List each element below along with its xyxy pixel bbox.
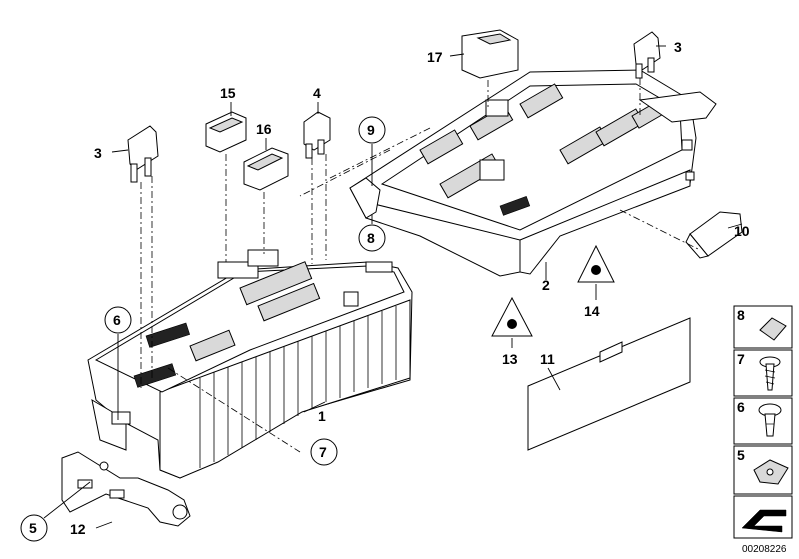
callout-8: 8 <box>367 230 375 246</box>
callout-1: 1 <box>318 408 326 424</box>
callout-13: 13 <box>502 351 518 367</box>
legend-tile-6-number: 6 <box>737 399 745 415</box>
callout-3-right: 3 <box>674 39 682 55</box>
legend-tile-6: 6 <box>733 397 793 445</box>
callout-10: 10 <box>734 223 750 239</box>
legend-tile-8-number: 8 <box>737 307 745 323</box>
callout-11: 11 <box>540 351 555 367</box>
fuse-3-right <box>633 31 661 79</box>
legend-tile-arrow <box>733 495 793 539</box>
fuse-box-right <box>349 69 717 277</box>
legend-tiles: 8 7 6 5 0020822 <box>733 305 793 555</box>
cover-10 <box>685 211 743 259</box>
callout-5: 5 <box>29 520 37 536</box>
label-sheet-11 <box>527 317 691 451</box>
relay-15 <box>205 111 247 153</box>
callout-14: 14 <box>584 303 600 319</box>
fuse-4 <box>303 111 331 159</box>
clip-nut-icon <box>759 317 787 341</box>
callout-17: 17 <box>427 49 443 65</box>
callout-12: 12 <box>70 521 86 537</box>
callout-16: 16 <box>256 121 272 137</box>
bracket <box>61 451 191 527</box>
fuse-3-left <box>127 125 159 183</box>
callout-15: 15 <box>220 85 236 101</box>
callout-3-left: 3 <box>94 145 102 161</box>
legend-tile-5: 5 <box>733 445 793 495</box>
catalog-number: 00208226 <box>742 544 787 555</box>
callout-7: 7 <box>319 444 327 460</box>
callout-labels: 1 2 3 3 4 10 11 12 13 14 15 16 17 6 9 8 … <box>20 39 750 542</box>
legend-tile-5-number: 5 <box>737 447 745 463</box>
legend-tile-7: 7 <box>733 349 793 397</box>
legend-tile-7-number: 7 <box>737 351 745 367</box>
callout-9: 9 <box>367 122 375 138</box>
callout-6: 6 <box>113 312 121 328</box>
warning-label-14 <box>577 244 615 283</box>
warning-label-13 <box>491 296 533 337</box>
legend-tile-8: 8 <box>733 305 793 349</box>
direction-arrow-icon <box>741 509 787 533</box>
fuse-box-left <box>87 249 413 479</box>
leader-lines <box>43 45 743 529</box>
relay-16 <box>243 147 289 191</box>
relay-17 <box>461 29 519 79</box>
callout-4: 4 <box>313 85 321 101</box>
callout-2: 2 <box>542 277 550 293</box>
